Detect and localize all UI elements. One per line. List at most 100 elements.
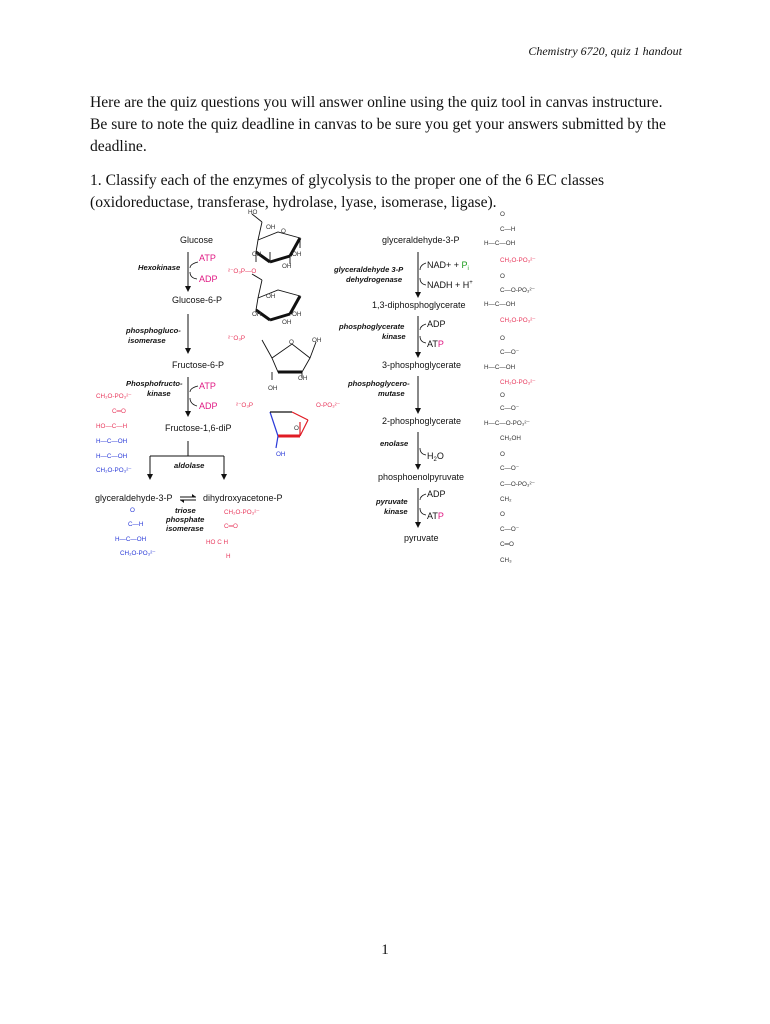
svg-text:CH₃: CH₃ <box>500 557 512 564</box>
f16bp-phos-left: ²⁻O₃P <box>236 402 253 409</box>
pgm-label-2: mutase <box>378 389 405 398</box>
svg-text:H—C—OH: H—C—OH <box>115 536 147 543</box>
nad-cofactor: NAD+ + Pi <box>427 260 469 272</box>
hexokinase-label: Hexokinase <box>138 263 181 272</box>
atp-1: ATP <box>199 253 216 263</box>
adp-4: ADP <box>427 489 446 499</box>
nadh-cofactor: NADH + H+ <box>427 280 473 290</box>
adp-2: ADP <box>199 401 218 411</box>
f6p-oh-tr: OH <box>312 337 322 344</box>
pfk-label-1: Phosphofructo- <box>126 379 183 388</box>
gapdh-label-2: dehydrogenase <box>346 275 403 284</box>
f6p-label: Fructose-6-P <box>172 360 224 370</box>
svg-text:C—O⁻: C—O⁻ <box>500 349 519 356</box>
svg-text:CH₂O-PO₃²⁻: CH₂O-PO₃²⁻ <box>120 550 156 557</box>
g6p-oh-r: OH <box>292 311 302 318</box>
svg-text:H—C—O-PO₃²⁻: H—C—O-PO₃²⁻ <box>484 420 530 427</box>
adp-3: ADP <box>427 319 446 329</box>
svg-text:CH₂O-PO₃²⁻: CH₂O-PO₃²⁻ <box>500 317 536 324</box>
adp-1: ADP <box>199 274 218 284</box>
svg-text:C═O: C═O <box>224 523 238 530</box>
aldolase-label: aldolase <box>174 461 205 470</box>
g6p-oh-b: OH <box>282 319 292 326</box>
pk-label-1: pyruvate <box>375 497 408 506</box>
svg-text:O: O <box>500 211 505 218</box>
svg-text:CH₂O-PO₃²⁻: CH₂O-PO₃²⁻ <box>96 393 132 400</box>
svg-text:CH₂O-PO₃²⁻: CH₂O-PO₃²⁻ <box>500 257 536 264</box>
question-1: 1. Classify each of the enzymes of glyco… <box>90 172 605 211</box>
svg-text:C—O⁻: C—O⁻ <box>500 405 519 412</box>
tpi-label-2: phosphate <box>165 515 205 524</box>
svg-text:O: O <box>500 451 505 458</box>
tpi-label-1: triose <box>175 506 196 515</box>
svg-text:H—C—OH: H—C—OH <box>484 240 516 247</box>
enolase-label: enolase <box>380 439 409 448</box>
glc-ho: HO <box>248 209 258 216</box>
intro-paragraph: Here are the quiz questions you will ans… <box>90 94 666 155</box>
glucose-label: Glucose <box>180 235 213 245</box>
svg-text:C═O: C═O <box>112 408 126 415</box>
svg-text:C—O-PO₃²⁻: C—O-PO₃²⁻ <box>500 481 535 488</box>
svg-text:H: H <box>226 553 231 560</box>
svg-text:O: O <box>500 335 505 342</box>
svg-text:H—C—OH: H—C—OH <box>96 453 128 460</box>
glc-oh-r: OH <box>292 251 302 258</box>
glc-oh-l: OH <box>252 251 262 258</box>
f16bp-ring-o: O <box>294 425 299 432</box>
g6p-structure <box>251 273 302 322</box>
f6p-ring-o: O <box>289 339 294 346</box>
glc-ring-o: O <box>281 228 286 235</box>
svg-text:CH₂: CH₂ <box>500 496 512 503</box>
svg-text:C—O⁻: C—O⁻ <box>500 465 519 472</box>
svg-text:H—C—OH: H—C—OH <box>484 301 516 308</box>
g6p-label: Glucose-6-P <box>172 295 222 305</box>
2pg-label: 2-phosphoglycerate <box>382 416 461 426</box>
pgi-label-2: isomerase <box>128 336 166 345</box>
svg-text:C—H: C—H <box>500 226 516 233</box>
f16bp-structure <box>269 411 309 449</box>
g6p-phosphate: ²⁻O₃P—O <box>228 268 256 275</box>
f6p-oh-r: OH <box>298 375 308 382</box>
svg-text:H—C—OH: H—C—OH <box>96 438 128 445</box>
page-header: Chemistry 6720, quiz 1 handout <box>528 44 682 58</box>
tpi-label-3: isomerase <box>166 524 204 533</box>
f16bp-phos-right: O-PO₃²⁻ <box>316 402 340 409</box>
f6p-phosphate: ²⁻O₃P <box>228 335 245 342</box>
glucose-structure <box>251 213 302 264</box>
svg-text:CH₂O-PO₃²⁻: CH₂O-PO₃²⁻ <box>500 379 536 386</box>
dhap-label: dihydroxyacetone-P <box>203 493 283 503</box>
dhap-structure: CH₂O-PO₃²⁻ C═O HO C H H <box>206 509 260 560</box>
atp-4: ATP <box>427 511 444 521</box>
atp-3: ATP <box>427 339 444 349</box>
pgm-label-1: phosphoglycero- <box>347 379 410 388</box>
f16bp-oh: OH <box>276 451 286 458</box>
gap-right-label: glyceraldehyde-3-P <box>382 235 460 245</box>
g6p-oh-l: OH <box>252 311 262 318</box>
svg-text:C═O: C═O <box>500 541 514 548</box>
svg-text:C—H: C—H <box>128 521 144 528</box>
gap-left-label: glyceraldehyde-3-P <box>95 493 173 503</box>
f6p-oh-b: OH <box>268 385 278 392</box>
page-number: 1 <box>381 942 389 958</box>
glc-oh-top: OH <box>266 224 276 231</box>
3pg-label: 3-phosphoglycerate <box>382 360 461 370</box>
f16bp-label: Fructose-1,6-diP <box>165 423 232 433</box>
g6p-oh-top: OH <box>266 293 276 300</box>
pgk-label-1: phosphoglycerate <box>338 322 405 331</box>
svg-text:H—C—OH: H—C—OH <box>484 364 516 371</box>
pgi-label-1: phosphogluco- <box>125 326 181 335</box>
pk-label-2: kinase <box>384 507 408 516</box>
svg-text:O: O <box>500 511 505 518</box>
svg-text:O: O <box>500 392 505 399</box>
gapdh-label-1: glyceraldehyde 3-P <box>333 265 404 274</box>
pgk-label-2: kinase <box>382 332 406 341</box>
pyruvate-label: pyruvate <box>404 533 439 543</box>
water: H2O <box>427 451 444 463</box>
pep-label: phosphoenolpyruvate <box>378 472 464 482</box>
svg-text:CH₂O-PO₃²⁻: CH₂O-PO₃²⁻ <box>224 509 260 516</box>
gap-left-structure: O C—H H—C—OH CH₂O-PO₃²⁻ <box>115 507 156 557</box>
f16bp-open-chain: CH₂O-PO₃²⁻ C═O HO—C—H H—C—OH H—C—OH CH₂O… <box>96 393 132 474</box>
right-structures: O C—H H—C—OH CH₂O-PO₃²⁻ O C—O-PO₃²⁻ H—C—… <box>484 211 536 564</box>
svg-text:HO—C—H: HO—C—H <box>96 423 128 430</box>
